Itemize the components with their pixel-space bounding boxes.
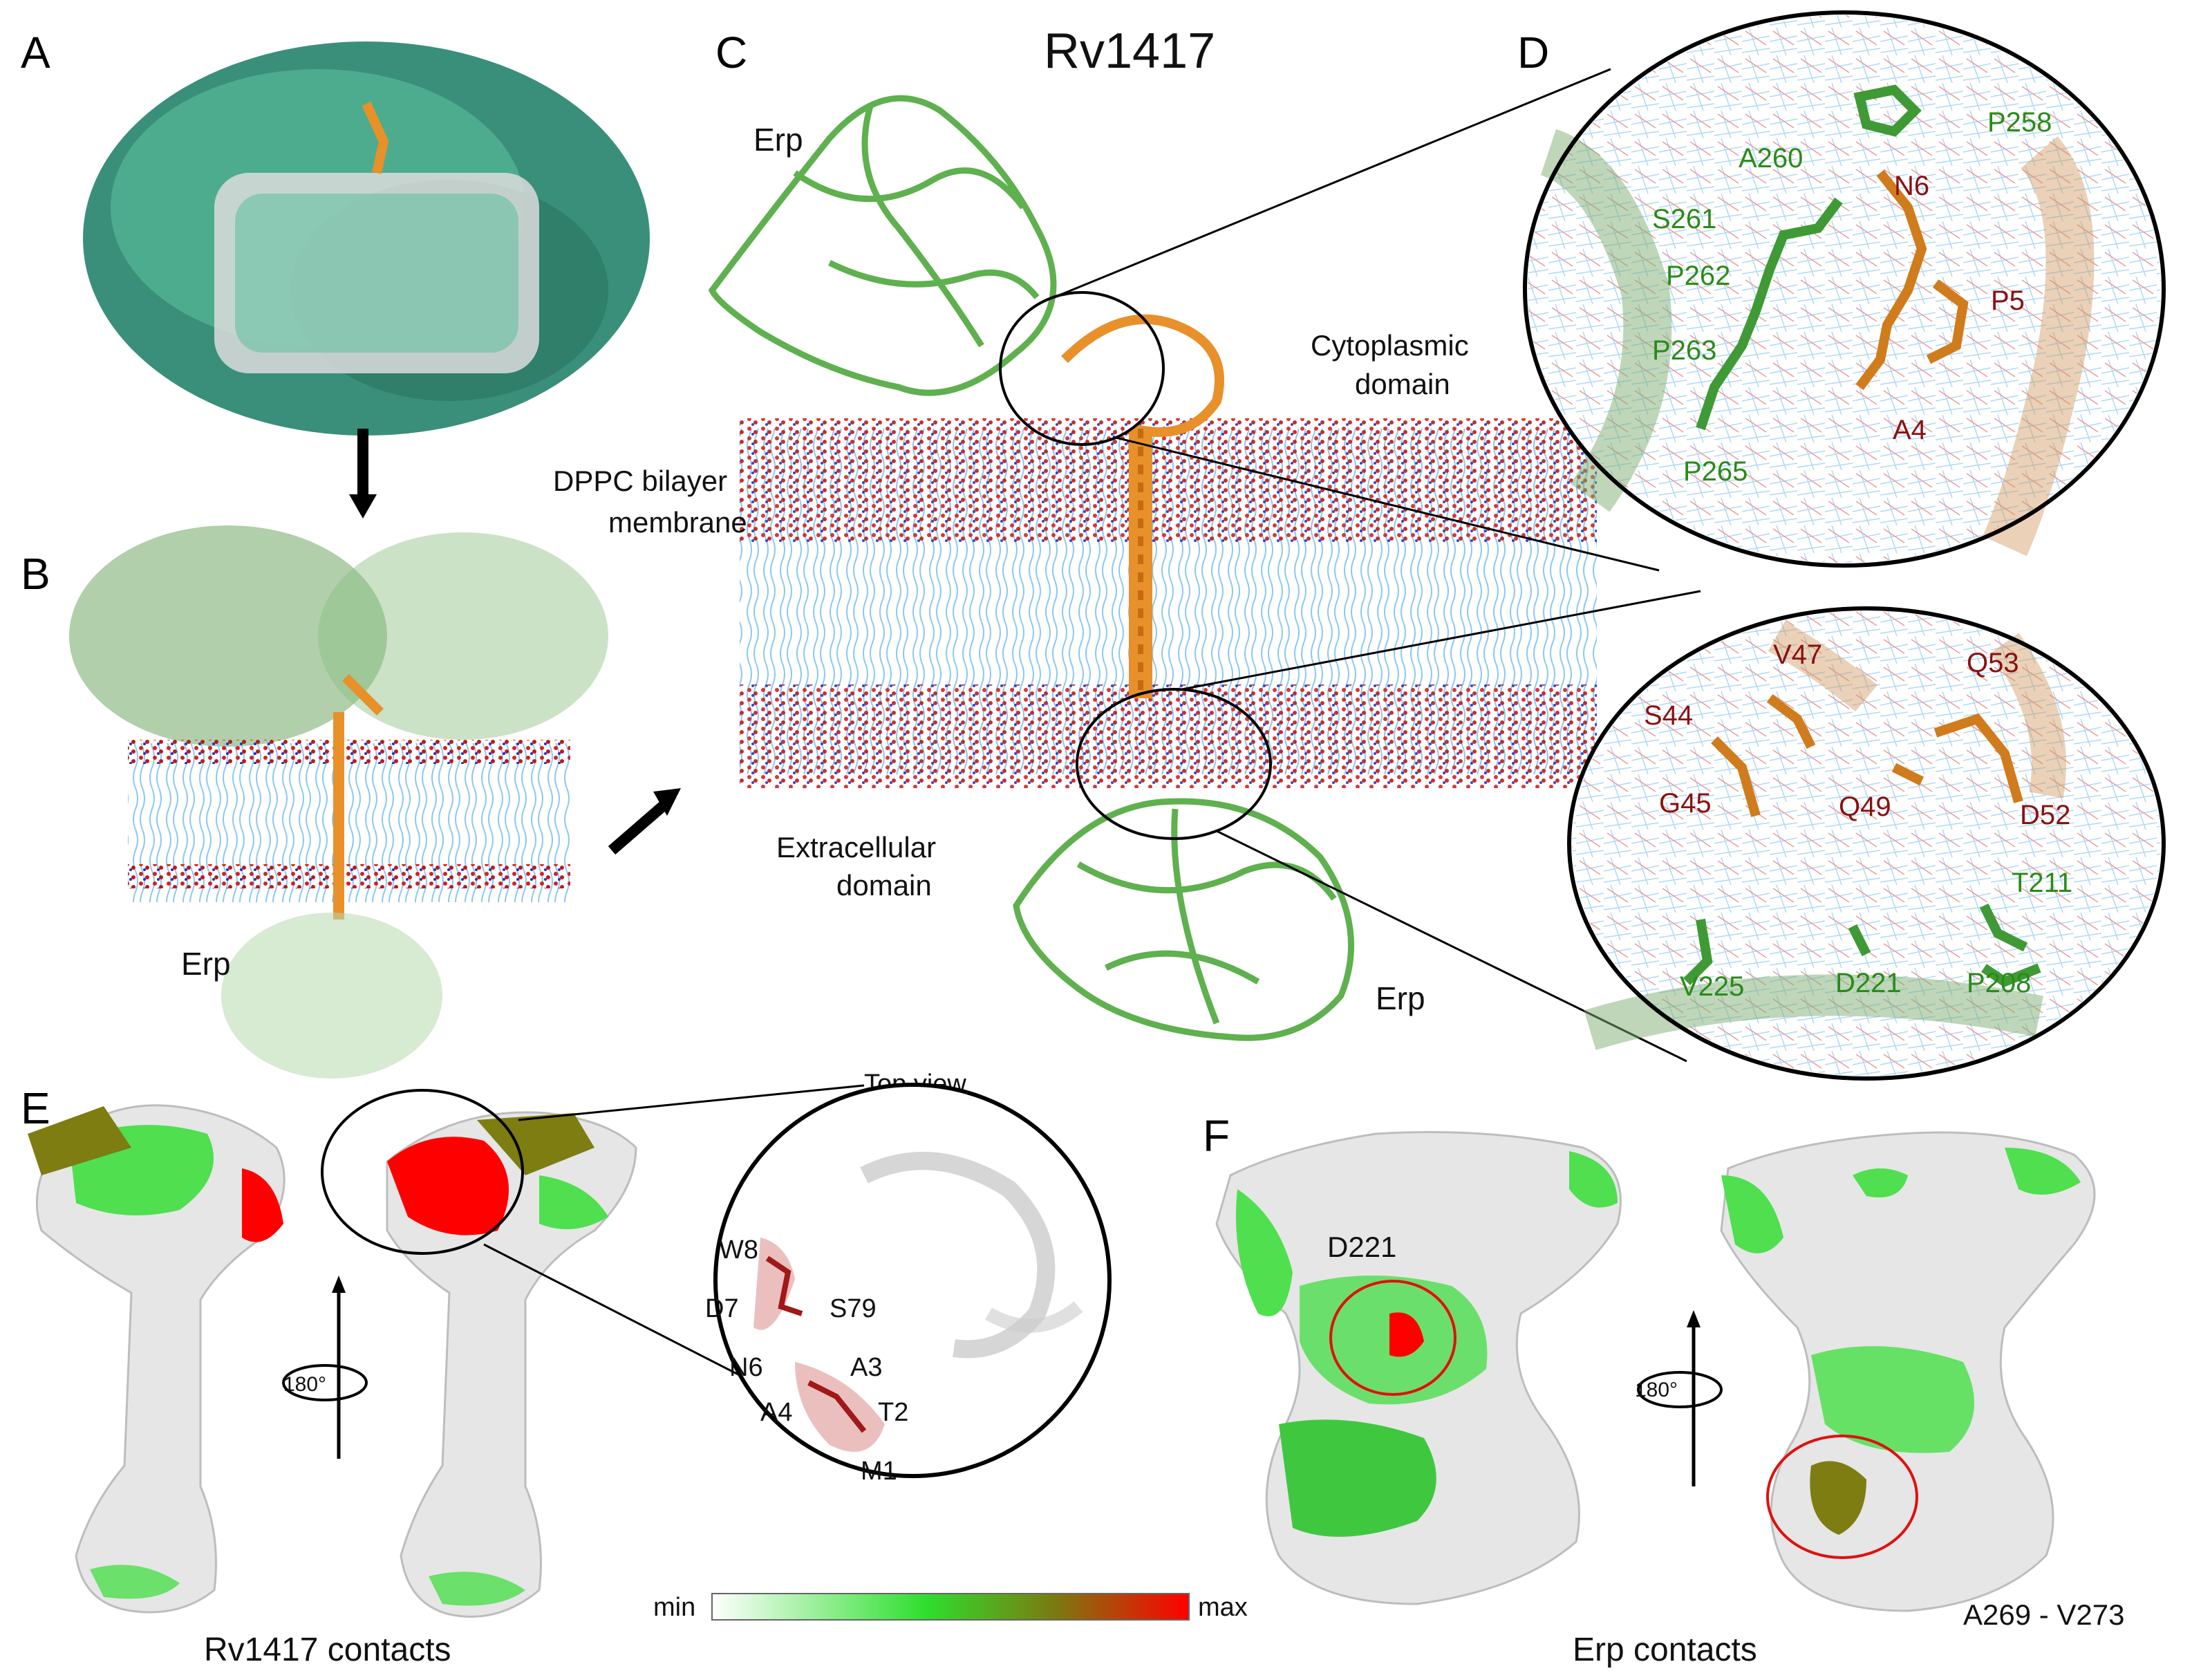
panel-label-c: C bbox=[715, 28, 747, 77]
panel-d-residue-v225: V225 bbox=[1680, 971, 1744, 1002]
panel-d-residue-t211: T211 bbox=[2012, 868, 2072, 898]
panel-e-residue-n6: N6 bbox=[729, 1353, 763, 1382]
panel-d-residue-d221: D221 bbox=[1835, 968, 1902, 998]
panel-d-residue-q49: Q49 bbox=[1839, 792, 1891, 822]
panel-e-caption: Rv1417 contacts bbox=[204, 1632, 451, 1668]
panel-e-surface-right bbox=[321, 1089, 637, 1618]
panel-e-residue-d7: D7 bbox=[705, 1294, 739, 1323]
panel-c-cytoplasmic-label-2: domain bbox=[1355, 368, 1450, 400]
panel-f-surface-right bbox=[1720, 1131, 2096, 1612]
panel-d-bottom-zoom bbox=[1567, 606, 2166, 1081]
panel-a-assembly bbox=[83, 41, 650, 436]
panel-e-residue-t2: T2 bbox=[878, 1398, 908, 1427]
panel-e-residue-w8: W8 bbox=[719, 1235, 758, 1264]
panel-b-system bbox=[69, 525, 608, 1079]
panel-f-surface-left bbox=[1215, 1131, 1622, 1605]
panel-c-cytoplasmic-label-1: Cytoplasmic bbox=[1311, 329, 1469, 362]
panel-d-residue-s44: S44 bbox=[1644, 700, 1693, 731]
panel-d-residue-p263: P263 bbox=[1652, 335, 1716, 366]
panel-d-residue-v47: V47 bbox=[1773, 640, 1822, 670]
panel-d-residue-d52: D52 bbox=[2020, 800, 2070, 830]
panel-c-erp-bottom-label: Erp bbox=[1376, 980, 1425, 1016]
panel-c-membrane-label-2: membrane bbox=[608, 506, 747, 539]
contact-colorbar bbox=[711, 1593, 1190, 1621]
panel-label-d: D bbox=[1517, 28, 1549, 77]
colorbar-min-label: min bbox=[653, 1593, 695, 1622]
panel-c-erp-top-label: Erp bbox=[753, 122, 803, 158]
panel-d-residue-q53: Q53 bbox=[1967, 648, 2019, 678]
panel-e-residue-a3: A3 bbox=[850, 1353, 882, 1382]
panel-b-erp-label: Erp bbox=[181, 946, 231, 982]
panel-d-residue-p5: P5 bbox=[1991, 286, 2025, 316]
panel-label-a: A bbox=[21, 28, 50, 77]
panel-e-top-view-zoom bbox=[713, 1083, 1112, 1478]
panel-f-caption: Erp contacts bbox=[1573, 1632, 1757, 1668]
panel-label-b: B bbox=[21, 549, 50, 599]
panel-d-residue-p265: P265 bbox=[1683, 456, 1748, 487]
panel-e-surface-left bbox=[28, 1104, 285, 1614]
panel-d-top-zoom bbox=[1523, 10, 2166, 568]
panel-d-residue-p262: P262 bbox=[1666, 261, 1730, 291]
panel-c-membrane-label-1: DPPC bilayer bbox=[553, 465, 727, 497]
panel-d-residue-s261: S261 bbox=[1652, 204, 1716, 234]
panel-f-rotation-arrow bbox=[1637, 1310, 1723, 1486]
panel-d-residue-p258: P258 bbox=[1987, 107, 2052, 138]
panel-c-title: Rv1417 bbox=[1044, 24, 1215, 79]
panel-c-extracellular-label-1: Extracellular bbox=[776, 831, 936, 864]
panel-label-f: F bbox=[1203, 1111, 1230, 1161]
panel-c-system bbox=[708, 68, 1701, 1063]
arrow-b-to-c bbox=[608, 801, 668, 855]
panel-d-residue-n6: N6 bbox=[1894, 171, 1929, 201]
arrow-a-to-b-head bbox=[349, 494, 377, 519]
panel-d-residue-a260: A260 bbox=[1739, 143, 1803, 174]
panel-e-residue-s79: S79 bbox=[830, 1294, 877, 1323]
panel-c-extracellular-label-2: domain bbox=[836, 869, 932, 902]
panel-f-rotation-label: 180° bbox=[1635, 1379, 1678, 1401]
panel-e-rotation-arrow bbox=[282, 1276, 368, 1459]
colorbar-max-label: max bbox=[1198, 1593, 1248, 1622]
panel-d-residue-g45: G45 bbox=[1659, 788, 1712, 819]
panel-f-range-label: A269 - V273 bbox=[1963, 1598, 2125, 1631]
arrow-b-to-c-head bbox=[653, 788, 681, 816]
panel-d-residue-p208: P208 bbox=[1967, 968, 2031, 998]
panel-d-residue-a4: A4 bbox=[1893, 415, 1927, 445]
panel-f-residue-d221: D221 bbox=[1327, 1231, 1396, 1263]
panel-e-rotation-label: 180° bbox=[283, 1373, 326, 1396]
panel-label-e: E bbox=[21, 1083, 50, 1133]
panel-e-residue-m1: M1 bbox=[861, 1457, 897, 1486]
panel-e-residue-a4: A4 bbox=[760, 1398, 792, 1427]
